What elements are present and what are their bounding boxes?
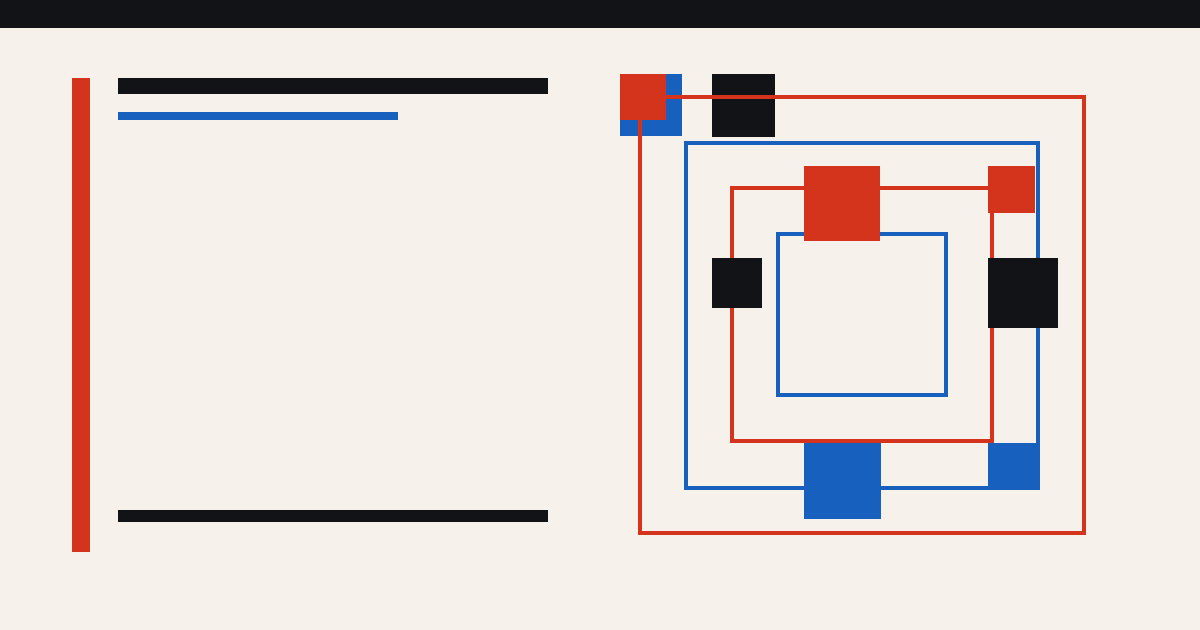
black-top-block [712,74,775,137]
red-top-center-block [804,166,880,241]
red-accent-bar [72,78,90,552]
red-top-right-block [988,166,1035,213]
inner-blue-square-outline [776,232,948,397]
black-right-block [988,258,1058,328]
top-band [0,0,1200,28]
footer-placeholder-bar [118,510,548,522]
title-placeholder-bar [118,78,548,94]
subtitle-placeholder-bar [118,112,398,120]
blue-bottom-center-block [804,443,881,519]
outer-red-square-outline [638,95,1086,535]
blue-bottom-right-block [988,443,1040,490]
black-left-block [712,258,762,308]
